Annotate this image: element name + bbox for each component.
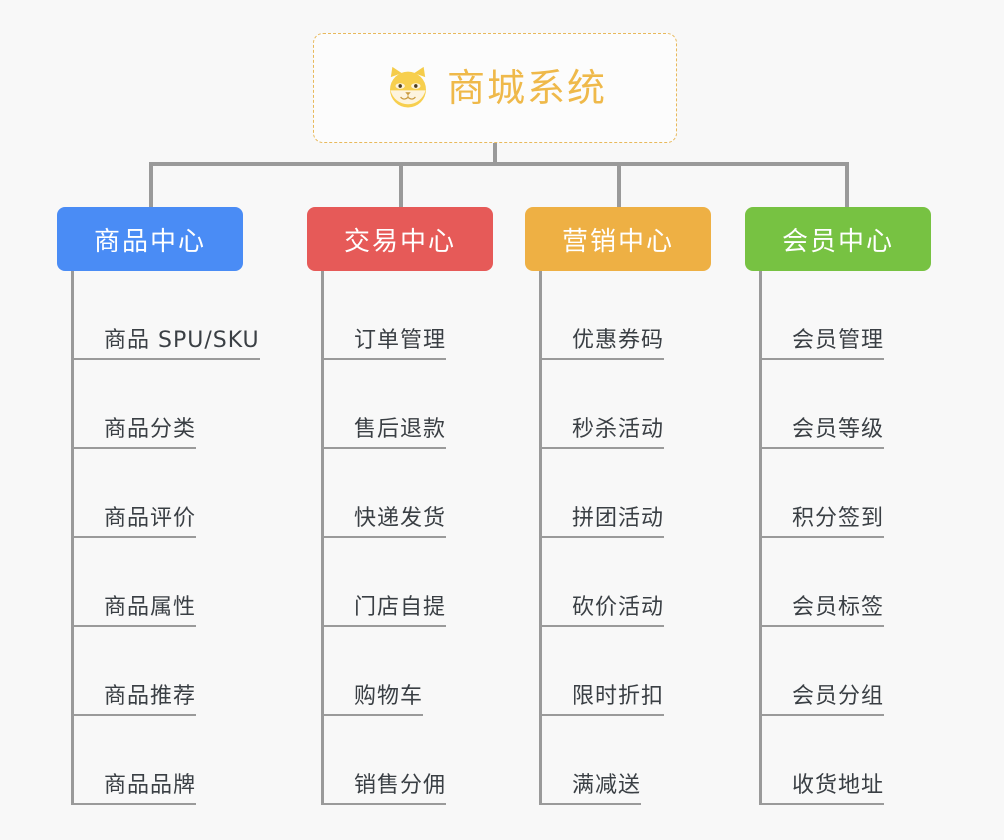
leaf-item-label: 商品推荐: [104, 685, 197, 716]
leaf-item[interactable]: 会员标签: [762, 538, 931, 627]
connector-drop-4: [845, 162, 849, 207]
leaf-list-4: 会员管理会员等级积分签到会员标签会员分组收货地址: [759, 271, 931, 805]
root-node-mall-system[interactable]: 商城系统: [313, 33, 677, 143]
group-header-label: 交易中心: [343, 226, 456, 257]
leaf-item[interactable]: 会员管理: [762, 271, 931, 360]
leaf-item-label: 积分签到: [792, 507, 885, 538]
leaf-list-1: 商品 SPU/SKU 商品分类商品评价商品属性商品推荐商品品牌: [71, 271, 260, 805]
leaf-item-label: 门店自提: [354, 596, 447, 627]
group-header-1[interactable]: 商品中心: [57, 207, 243, 271]
leaf-item-label: 售后退款: [354, 418, 447, 449]
leaf-item-label: 收货地址: [792, 774, 885, 805]
group-header-2[interactable]: 交易中心: [307, 207, 493, 271]
leaf-item[interactable]: 门店自提: [324, 538, 493, 627]
shiba-dog-icon: [390, 66, 426, 108]
leaf-item[interactable]: 会员分组: [762, 627, 931, 716]
root-node-title: 商城系统: [446, 66, 607, 110]
leaf-item-label: 商品评价: [104, 507, 197, 538]
leaf-item[interactable]: 商品属性: [74, 538, 243, 627]
leaf-item[interactable]: 商品 SPU/SKU: [74, 271, 260, 360]
leaf-item[interactable]: 收货地址: [762, 716, 931, 805]
group-column-4: 会员中心会员管理会员等级积分签到会员标签会员分组收货地址: [745, 207, 931, 805]
leaf-item-label: 优惠券码: [572, 329, 665, 360]
leaf-item[interactable]: 订单管理: [324, 271, 493, 360]
leaf-item[interactable]: 积分签到: [762, 449, 931, 538]
connector-drop-3: [617, 162, 621, 207]
group-header-3[interactable]: 营销中心: [525, 207, 711, 271]
leaf-item-label: 销售分佣: [354, 774, 447, 805]
leaf-item[interactable]: 满减送: [542, 716, 711, 805]
leaf-item[interactable]: 拼团活动: [542, 449, 711, 538]
leaf-item-label: 商品分类: [104, 418, 197, 449]
group-header-label: 营销中心: [561, 226, 674, 257]
leaf-item-label: 购物车: [354, 685, 424, 716]
connector-drop-2: [399, 162, 403, 207]
leaf-item-label: 订单管理: [354, 329, 447, 360]
group-column-2: 交易中心订单管理售后退款快递发货门店自提购物车销售分佣: [307, 207, 493, 805]
leaf-list-2: 订单管理售后退款快递发货门店自提购物车销售分佣: [321, 271, 493, 805]
leaf-item[interactable]: 商品评价: [74, 449, 243, 538]
leaf-item-label: 满减送: [572, 774, 642, 805]
leaf-item[interactable]: 砍价活动: [542, 538, 711, 627]
group-column-1: 商品中心商品 SPU/SKU 商品分类商品评价商品属性商品推荐商品品牌: [57, 207, 260, 805]
leaf-item[interactable]: 购物车: [324, 627, 493, 716]
connector-drop-1: [149, 162, 153, 207]
leaf-item[interactable]: 商品推荐: [74, 627, 243, 716]
leaf-item-label: 会员管理: [792, 329, 885, 360]
leaf-item[interactable]: 会员等级: [762, 360, 931, 449]
leaf-item[interactable]: 销售分佣: [324, 716, 493, 805]
leaf-item[interactable]: 商品品牌: [74, 716, 243, 805]
leaf-item[interactable]: 快递发货: [324, 449, 493, 538]
connector-horizontal-bus: [149, 162, 849, 166]
leaf-item-label: 商品属性: [104, 596, 197, 627]
leaf-list-3: 优惠券码秒杀活动拼团活动砍价活动限时折扣满减送: [539, 271, 711, 805]
group-column-3: 营销中心优惠券码秒杀活动拼团活动砍价活动限时折扣满减送: [525, 207, 711, 805]
leaf-item-label: 砍价活动: [572, 596, 665, 627]
leaf-item-label: 秒杀活动: [572, 418, 665, 449]
group-header-4[interactable]: 会员中心: [745, 207, 931, 271]
leaf-item-label: 快递发货: [354, 507, 447, 538]
connector-root-stem: [493, 143, 497, 164]
leaf-item-label: 会员等级: [792, 418, 885, 449]
leaf-item[interactable]: 秒杀活动: [542, 360, 711, 449]
leaf-item[interactable]: 优惠券码: [542, 271, 711, 360]
leaf-item-label: 会员分组: [792, 685, 885, 716]
leaf-item-label: 商品 SPU/SKU: [104, 329, 260, 360]
leaf-item-label: 会员标签: [792, 596, 885, 627]
leaf-item[interactable]: 限时折扣: [542, 627, 711, 716]
leaf-item-label: 商品品牌: [104, 774, 197, 805]
leaf-item[interactable]: 售后退款: [324, 360, 493, 449]
leaf-item[interactable]: 商品分类: [74, 360, 243, 449]
leaf-item-label: 限时折扣: [572, 685, 665, 716]
group-header-label: 会员中心: [781, 226, 894, 257]
leaf-item-label: 拼团活动: [572, 507, 665, 538]
group-header-label: 商品中心: [93, 226, 206, 257]
